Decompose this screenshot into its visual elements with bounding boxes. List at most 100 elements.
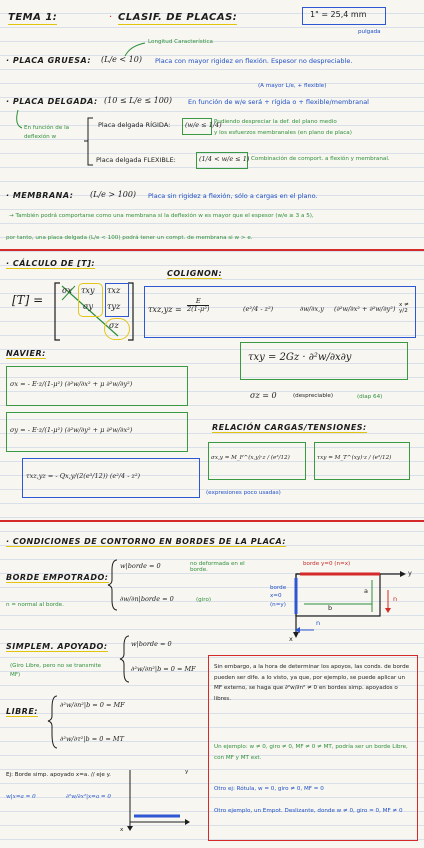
apoyado-label: SIMPLEM. APOYADO: [6, 642, 108, 653]
gruesa-label: · PLACA GRUESA: [6, 56, 92, 65]
rel1-eq: σx,y = M_F^(x,y)·z / (e³/12) [211, 455, 290, 461]
x-axis-arrowhead [293, 632, 299, 638]
membrana-label: · MEMBRANA: [6, 191, 74, 200]
rigida-box [182, 118, 212, 135]
colignon-lhs: τxz,yz = [148, 305, 182, 314]
colignon-d1: ∂w/∂x,y [300, 305, 324, 313]
txy-box [240, 342, 408, 380]
y-axis-arrowhead [400, 571, 406, 577]
colignon-num: E [187, 298, 210, 306]
contorno-title: · CONDICIONES DE CONTORNO EN BORDES DE L… [6, 537, 287, 548]
navier-title: NAVIER: [6, 349, 46, 360]
sy-eq: σy = - E·z/(1-μ²) (∂²w/∂y² + μ ∂²w/∂x²) [10, 426, 133, 434]
flexible-desc: Combinación de comport. a flexión y memb… [251, 156, 390, 162]
note-p3: Otro ej: Rótula, w = 0, giro ≠ 0, MF = 0 [214, 786, 324, 792]
delgada-label: · PLACA DELGADA: [6, 97, 98, 106]
n-arrowhead-red [385, 608, 391, 613]
lib-c2: ∂²w/∂τ²|b = 0 = MT [60, 735, 124, 743]
sz-ref: (diap 64) [357, 394, 383, 400]
sz-note: (despreciable) [293, 393, 334, 399]
section-divider-1 [0, 249, 424, 251]
rigida-desc2: y los esfuerzos membranales (en plano de… [214, 130, 352, 136]
rel2-box [314, 442, 410, 480]
tema-title: TEMA 1: [8, 12, 58, 25]
gruesa-desc: Placa con mayor rigidez en flexión. Espe… [155, 57, 353, 65]
T-txy: τxy [81, 286, 95, 295]
ej-c2: ∂²w/∂x²|x=a = 0 [66, 794, 111, 800]
inch-eq: 1" = 25,4 mm [310, 10, 367, 19]
sy-box [6, 412, 188, 452]
colignon-title: COLIGNON: [167, 269, 223, 280]
colignon-frac: E 2(1-μ²) [187, 298, 210, 313]
ej-y-arrowhead [185, 819, 190, 825]
n-arrowhead-blue [295, 627, 300, 633]
emp-c1-note: no deformada en el borde. [190, 561, 245, 573]
txyz-eq: τxz,yz = - Qx,y/(2(e³/12)) (e²/4 - z²) [26, 472, 141, 480]
note-box [208, 655, 418, 841]
ej-x: x [120, 827, 124, 833]
ej-y: y [185, 769, 189, 775]
colignon-limits: x ≠ y/2 [399, 302, 409, 314]
ej-label: Ej: Borde simp. apoyado x=a. // eje y. [6, 772, 111, 778]
T-shear-xy-box [78, 283, 103, 317]
delgada-cond: (10 ≤ L/e ≤ 100) [104, 96, 173, 105]
delgada-desc: En función de w/e será + rígida o + flex… [188, 98, 369, 106]
T-sz-circle [104, 318, 130, 340]
flexible-label: Placa delgada FLEXIBLE: [96, 156, 176, 164]
note-p2: Un ejemplo: w ≠ 0, giro ≠ 0, MF ≠ 0 ≠ MT… [214, 744, 408, 761]
ej-x-arrowhead [127, 826, 133, 831]
rigida-desc1: Pudiendo despreciar la def. del plano me… [214, 119, 337, 125]
diag-n-blue: n [316, 619, 321, 627]
rel2-eq: τxy = M_T^(xy)·z / (e³/12) [317, 455, 392, 461]
emp-c2: ∂w/∂n|borde = 0 [120, 595, 174, 603]
pulgada-note: pulgada [358, 29, 381, 35]
sz-eq: σz = 0 [250, 391, 277, 400]
colignon-den: 2(1-μ²) [187, 304, 210, 313]
T-sy: σy [83, 302, 93, 311]
empotrado-label: BORDE EMPOTRADO: [6, 573, 109, 584]
T-sx: σx [62, 286, 72, 295]
apoyado-note: (Giro Libre, pero no se transmite MF) [10, 663, 102, 678]
longitud-note: Longitud Característica [148, 39, 213, 45]
diag-x: x [289, 635, 293, 643]
flexible-box [196, 152, 248, 169]
libre-label: LIBRE: [6, 707, 38, 718]
diag-b: b [328, 604, 333, 612]
rigida-label: Placa delgada RÍGIDA: [98, 121, 171, 129]
sx-box [6, 366, 188, 406]
membrana-note1: → También podrá comportarse como una mem… [9, 213, 314, 219]
T-label: [T] = [12, 293, 44, 307]
T-txz: τxz [107, 286, 121, 295]
apo-c1: w|borde = 0 [131, 640, 172, 648]
ej-c1: w|x=a = 0 [6, 794, 36, 800]
diag-a: a [364, 587, 368, 595]
diag-n-red: n [393, 595, 398, 603]
calculo-title: · CÁLCULO DE [T]: [6, 259, 96, 270]
expresiones-note: (expresiones poco usadas) [206, 490, 281, 496]
delgada-note: (A mayor L/e, + flexible) [258, 83, 327, 89]
note-p1: Sin embargo, a la hora de determinar los… [214, 664, 410, 702]
colignon-box [144, 286, 416, 338]
colignon-bracket: (∂²w/∂x² + ∂²w/∂y²) [334, 305, 396, 313]
gruesa-cond: (L/e < 10) [101, 55, 142, 64]
note-p4: Otro ejemplo, un Empot. Deslizante, dond… [214, 808, 403, 814]
apo-c2: ∂²w/∂n²|b = 0 = MF [131, 665, 196, 673]
normal-note: n = normal al borde. [6, 602, 64, 608]
sx-eq: σx = - E·z/(1-μ²) (∂²w/∂x² + μ ∂²w/∂y²) [10, 380, 133, 388]
txyz-box [22, 458, 200, 498]
diag-borde-left: borde x=0 (n=y) [270, 585, 287, 608]
clasif-title: CLASIF. DE PLACAS: [118, 12, 238, 25]
membrana-note2: por tanto, una placa delgada (L/e < 100)… [6, 235, 253, 241]
membrana-desc: Placa sin rigidez a flexión, sólo a carg… [148, 192, 318, 200]
bullet-dot: · [109, 12, 113, 23]
membrana-cond: (L/e > 100) [90, 190, 137, 199]
T-tyz: τyz [107, 302, 121, 311]
diag-borde-top: borde y=0 (n=x) [303, 561, 351, 567]
delgada-side-note: En función de la deflexión w [24, 125, 70, 140]
flexible-cond: (1/4 < w/e ≤ 1) [199, 155, 250, 163]
